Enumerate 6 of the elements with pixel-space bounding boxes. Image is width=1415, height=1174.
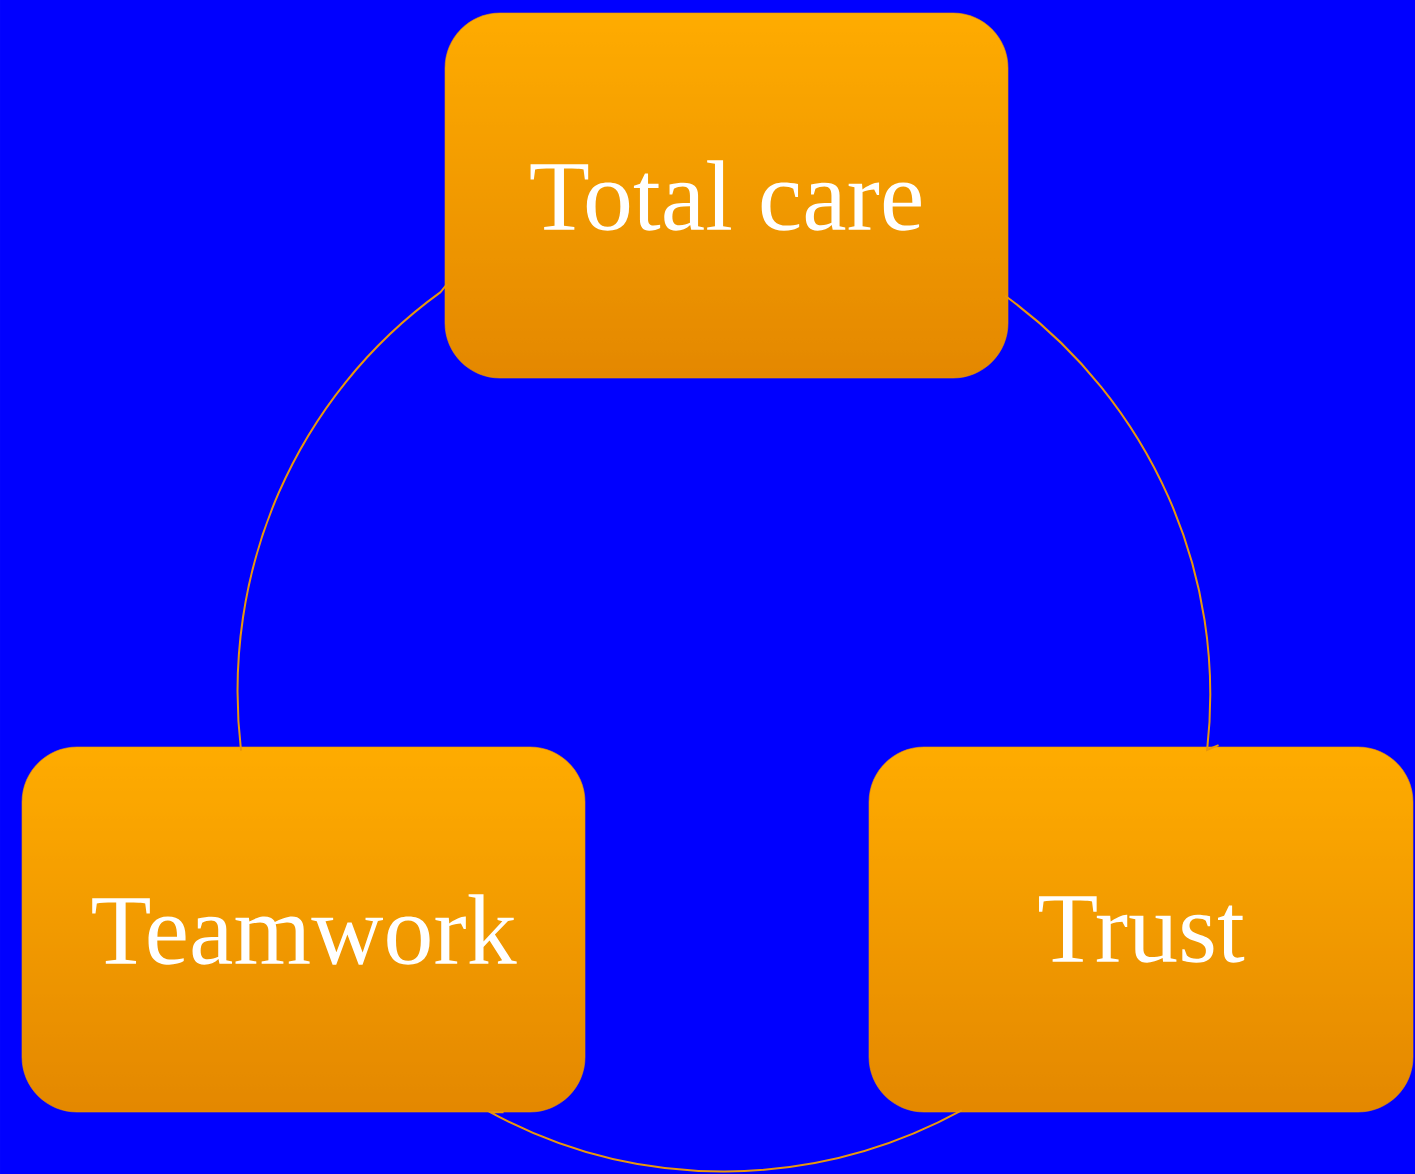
connector-arc: [489, 1109, 963, 1173]
rounded-box: Total care: [444, 12, 1009, 379]
connector-arc: [1004, 294, 1220, 751]
rounded-box: Trust: [868, 746, 1414, 1113]
connector-arc: [236, 282, 449, 752]
rounded-box: Teamwork: [21, 746, 586, 1113]
